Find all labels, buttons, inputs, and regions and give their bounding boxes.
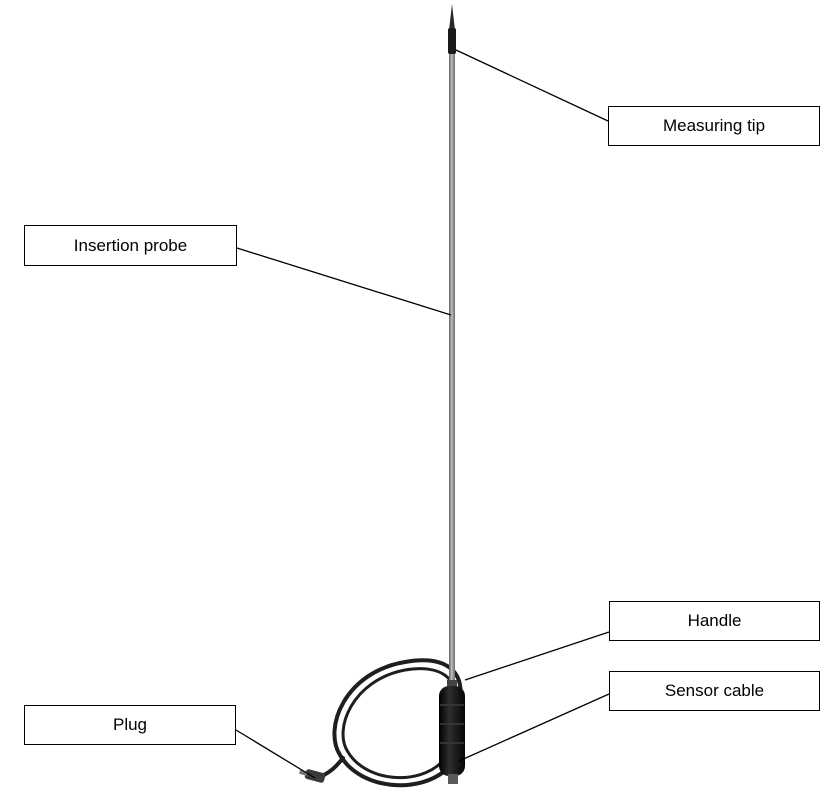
leader-lines — [235, 49, 610, 779]
measuring-tip — [448, 4, 456, 54]
label-sensor-cable-text: Sensor cable — [664, 681, 765, 700]
label-handle-text: Handle — [687, 611, 742, 630]
label-plug-text: Plug — [112, 715, 148, 734]
handle-collar — [447, 680, 457, 688]
tip-sleeve — [448, 28, 456, 54]
leader-handle — [464, 631, 610, 681]
label-measuring-tip-text: Measuring tip — [662, 116, 766, 135]
label-sensor-cable: Sensor cable — [609, 671, 820, 711]
handle-end — [448, 774, 458, 784]
leader-plug — [235, 729, 316, 779]
tip-point — [449, 4, 455, 30]
insertion-probe — [449, 52, 455, 687]
plug-pin — [299, 769, 308, 776]
handle-grip — [439, 686, 465, 776]
label-measuring-tip: Measuring tip — [608, 106, 820, 146]
label-insertion-probe-text: Insertion probe — [73, 235, 188, 255]
leader-sensor-cable — [458, 693, 610, 762]
leader-insertion-probe — [236, 247, 452, 316]
cable-to-plug — [320, 756, 345, 778]
label-plug: Plug — [24, 705, 236, 745]
label-handle: Handle — [609, 601, 820, 641]
leader-measuring-tip — [455, 49, 609, 122]
handle — [439, 680, 465, 784]
plug — [299, 769, 326, 783]
label-insertion-probe: Insertion probe — [24, 225, 237, 266]
probe-rod — [449, 52, 455, 687]
plug-body — [304, 769, 326, 783]
cable-coil-inner — [341, 667, 456, 780]
